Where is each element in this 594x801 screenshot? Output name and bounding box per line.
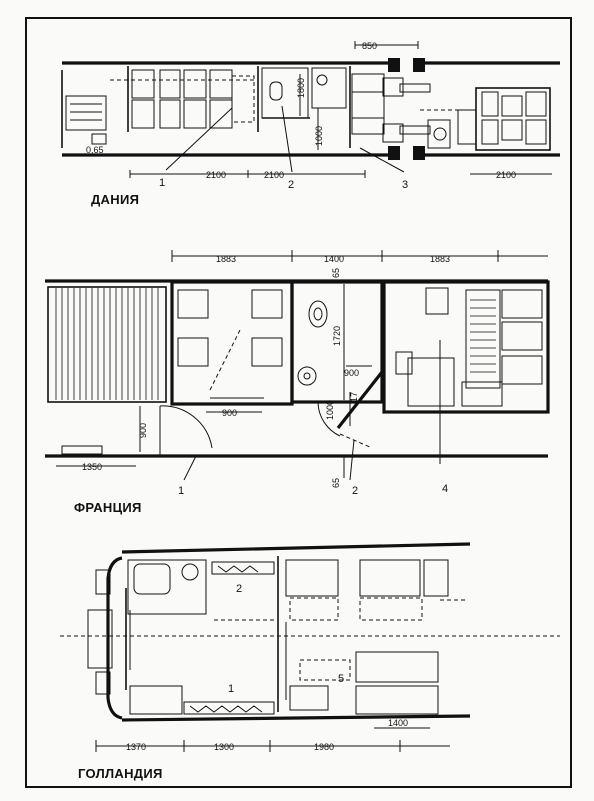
nl-caption: ГОЛЛАНДИЯ [78,766,163,781]
fr-dim-900-door: 900 [138,423,148,438]
fr-callout-4: 4 [442,483,448,495]
dk-callout-1: 1 [159,177,165,189]
nl-callout-2: 2 [236,583,242,595]
nl-dim-1370: 1370 [126,742,146,752]
fr-dim-1883-b: 1883 [430,254,450,264]
fr-dim-1400: 1400 [324,254,344,264]
fr-caption: ФРАНЦИЯ [74,500,142,515]
fr-dim-65-top: 65 [331,268,341,278]
nl-dim-1400: 1400 [388,718,408,728]
nl-callout-1: 1 [228,683,234,695]
nl-dim-1300: 1300 [214,742,234,752]
fr-dim-1350: 1350 [82,462,102,472]
dk-dim-2100-a: 2100 [206,170,226,180]
holland-plan: 2 1 5 1370 1300 1980 1400 ГОЛЛАНДИЯ [60,542,560,781]
fr-dim-1000: 1000 [325,400,335,420]
fr-dim-1720: 1720 [332,326,342,346]
dk-dim-850: 850 [362,41,377,51]
dk-caption: ДАНИЯ [91,192,139,207]
dk-dim-1000: 1000 [314,126,324,146]
dk-callout-3: 3 [402,179,408,191]
fr-dim-1883-a: 1883 [216,254,236,264]
dk-callout-2: 2 [288,179,294,191]
dk-dim-2100-c: 2100 [496,170,516,180]
fr-callout-1: 1 [178,485,184,497]
fr-dim-65-bottom: 65 [331,478,341,488]
fr-dim-900-toilet: 900 [344,368,359,378]
dk-dim-2100-b: 2100 [264,170,284,180]
fr-callout-2: 2 [352,485,358,497]
france-plan: 1883 1400 1883 65 1720 900 1000 17 900 9… [45,250,550,515]
dk-dim-065: 0,65 [86,145,104,155]
denmark-plan: 850 1800 1000 0,65 2100 2100 2100 1 2 3 … [61,41,560,207]
figure-frame [25,17,572,788]
dk-dim-1800: 1800 [296,78,306,98]
nl-callout-5: 5 [338,673,344,685]
fr-dim-900-passage: 900 [222,408,237,418]
nl-dim-1980: 1980 [314,742,334,752]
fr-dim-17: 17 [349,392,359,402]
